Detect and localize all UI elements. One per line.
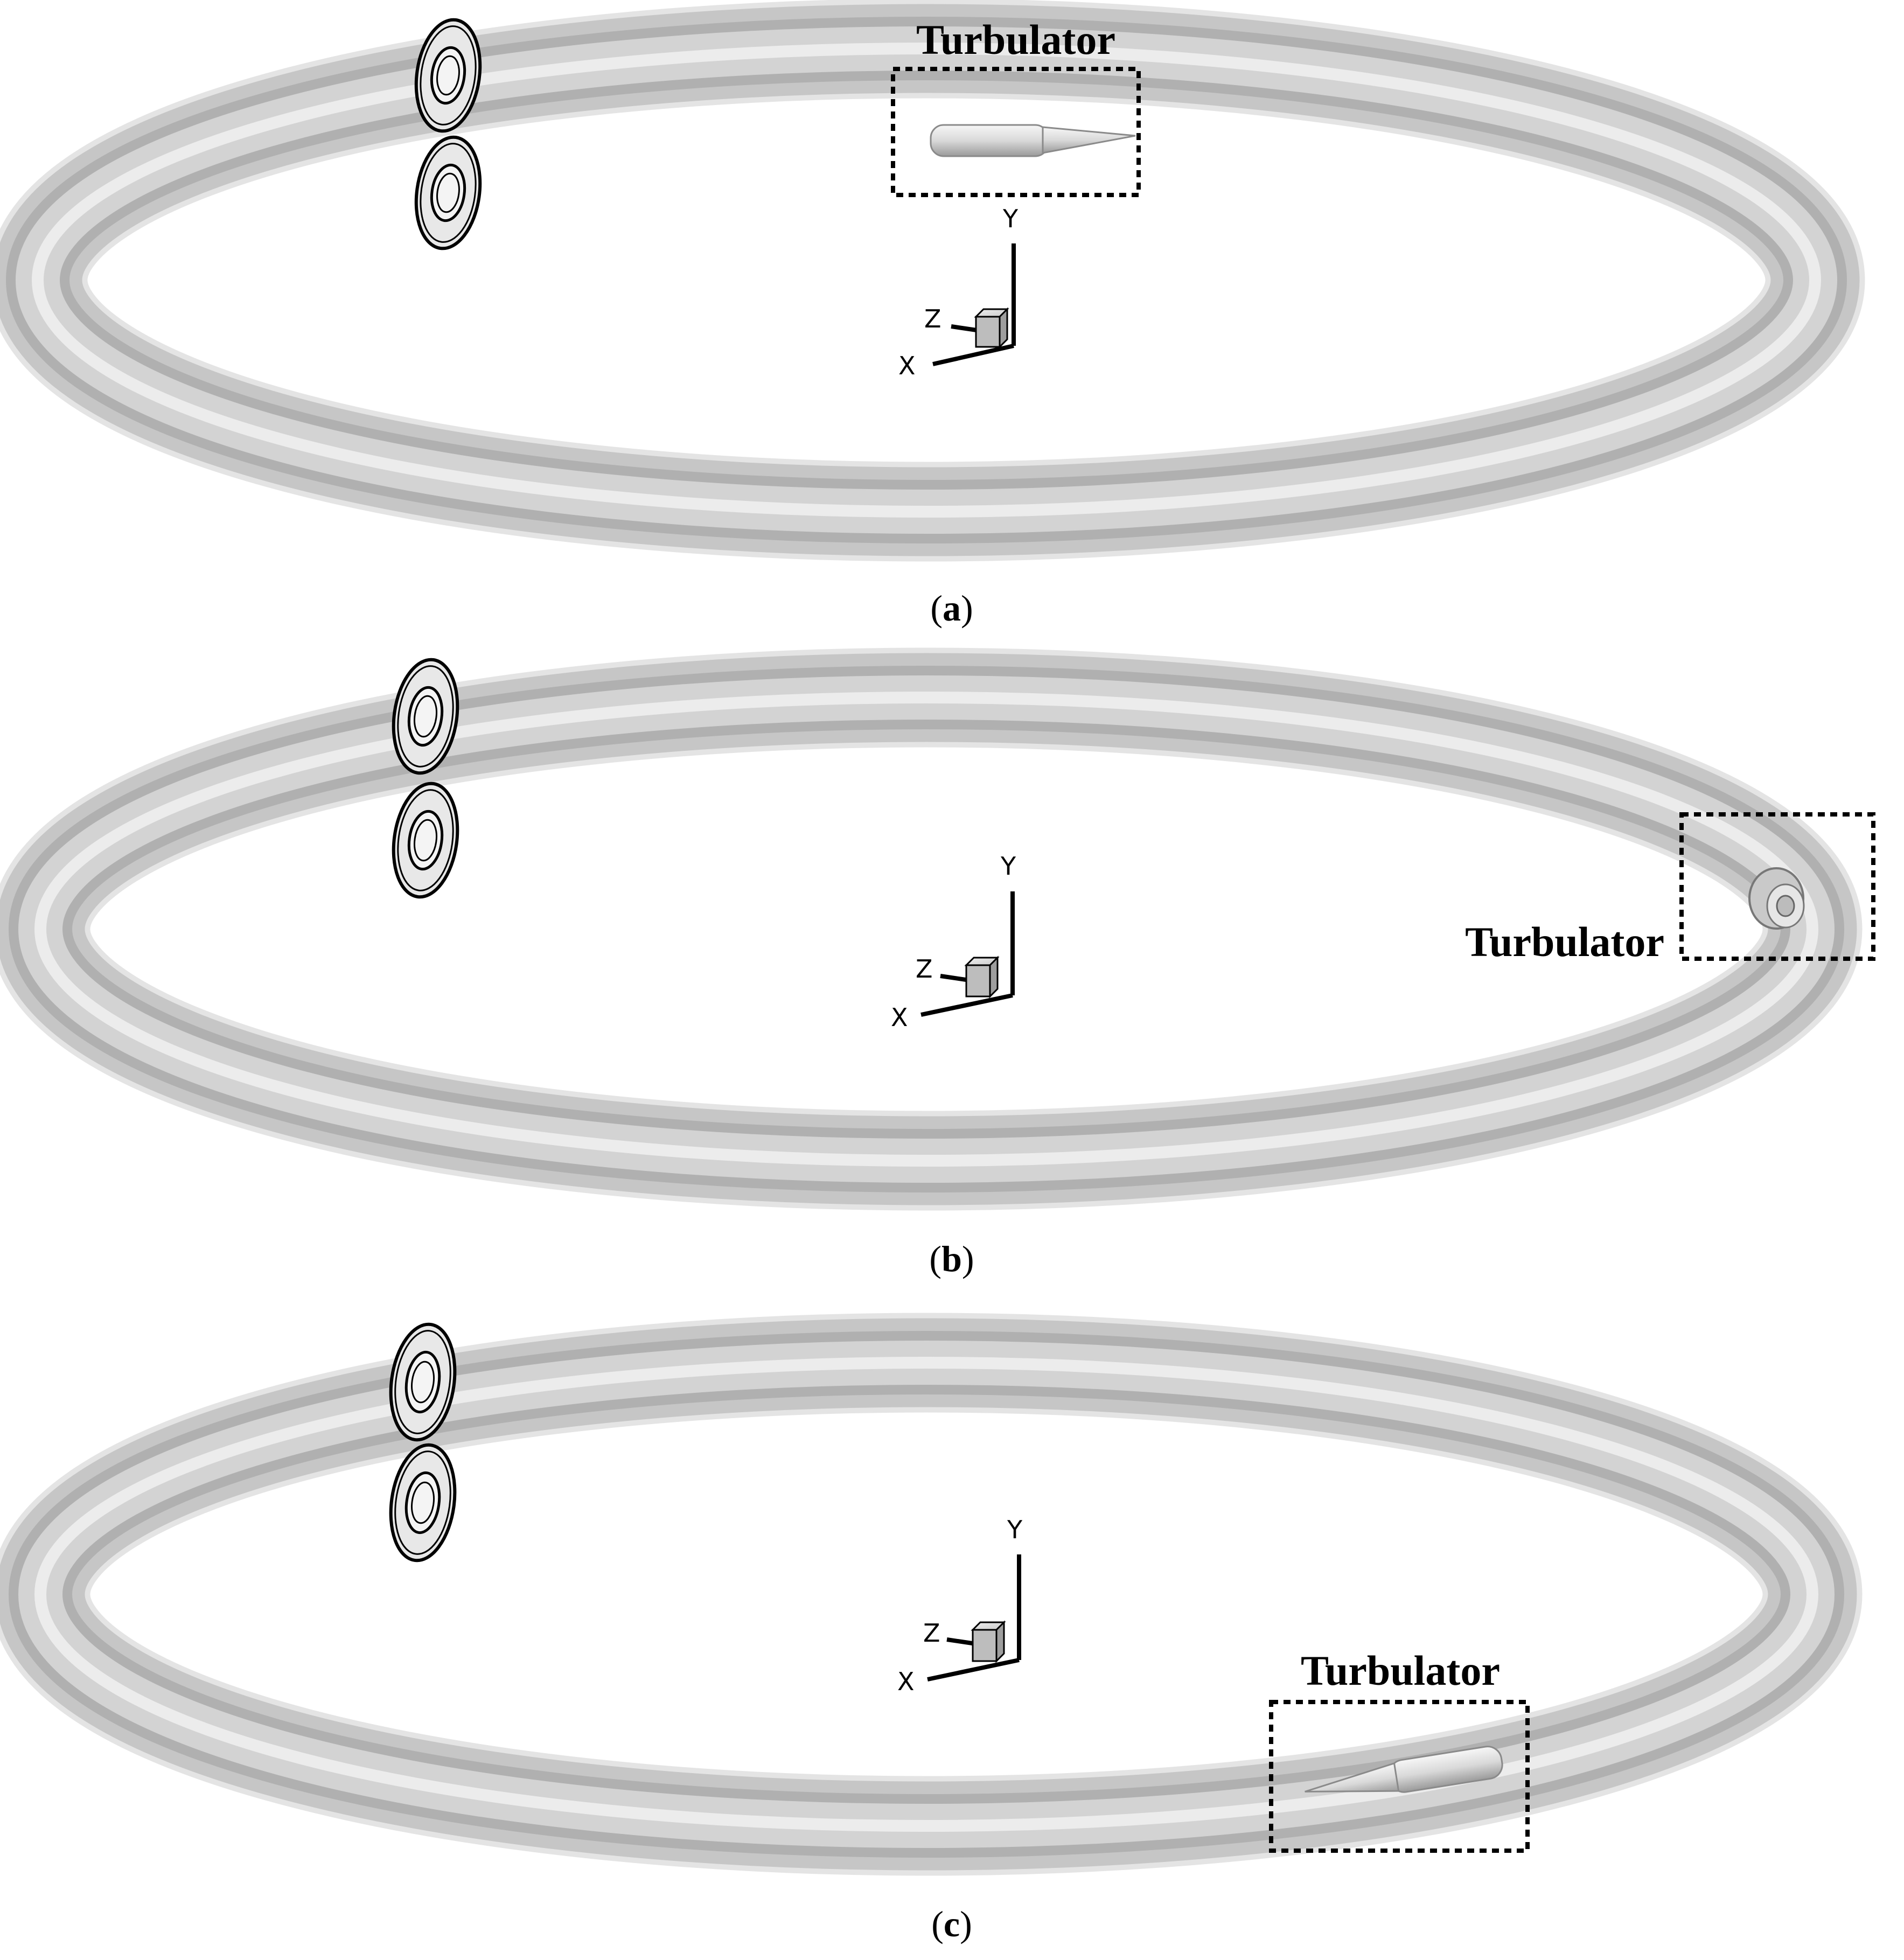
inlet-outlet-rings <box>392 658 459 899</box>
turbulator-label: Turbulator <box>1465 918 1664 965</box>
lower-ring <box>414 135 482 250</box>
x-axis-label: X <box>891 1003 908 1032</box>
z-axis-label: Z <box>923 1619 940 1648</box>
x-axis-label: X <box>898 351 916 380</box>
inlet-outlet-rings <box>414 18 482 250</box>
turbulator-highlight-box <box>1679 812 1875 961</box>
panel-caption: (a) <box>930 588 973 629</box>
turbulator-label: Turbulator <box>1301 1647 1500 1694</box>
coiled-tube <box>0 1313 1863 1876</box>
turbulator-insert <box>1748 867 1805 930</box>
y-axis-label: Y <box>1000 852 1016 881</box>
panel-caption: (b) <box>929 1238 974 1279</box>
coordinate-axes: Y Z X <box>897 1515 1023 1696</box>
axis-cube <box>964 955 1000 999</box>
lower-ring <box>392 782 459 899</box>
lower-ring <box>389 1443 457 1563</box>
inlet-outlet-rings <box>389 1322 457 1563</box>
turbulator-highlight-box <box>1269 1700 1530 1853</box>
y-axis-label: Y <box>1007 1515 1023 1544</box>
panel-c: Turbulator Y Z X (c) <box>0 1313 1863 1944</box>
y-axis-label: Y <box>1002 204 1019 233</box>
coiled-tube <box>0 0 1865 562</box>
upper-ring <box>392 658 459 775</box>
upper-ring <box>414 18 482 133</box>
turbulator-label: Turbulator <box>916 16 1115 63</box>
turbulator-insert <box>930 124 1136 157</box>
coordinate-axes: Y Z X <box>898 204 1019 380</box>
axis-cube <box>974 307 1009 349</box>
x-axis-label: X <box>897 1667 915 1696</box>
z-axis-label: Z <box>916 954 933 984</box>
panel-a: Turbulator Y Z X (a) <box>0 0 1865 629</box>
turbulator-insert <box>1305 1746 1503 1793</box>
coordinate-axes: Y Z X <box>891 852 1016 1032</box>
panel-b: Turbulator Y Z X (b) <box>0 647 1875 1279</box>
z-axis-label: Z <box>924 304 941 333</box>
coiled-tube <box>0 647 1863 1211</box>
upper-ring <box>389 1322 457 1442</box>
panel-caption: (c) <box>931 1903 972 1944</box>
axis-cube <box>971 1620 1006 1663</box>
